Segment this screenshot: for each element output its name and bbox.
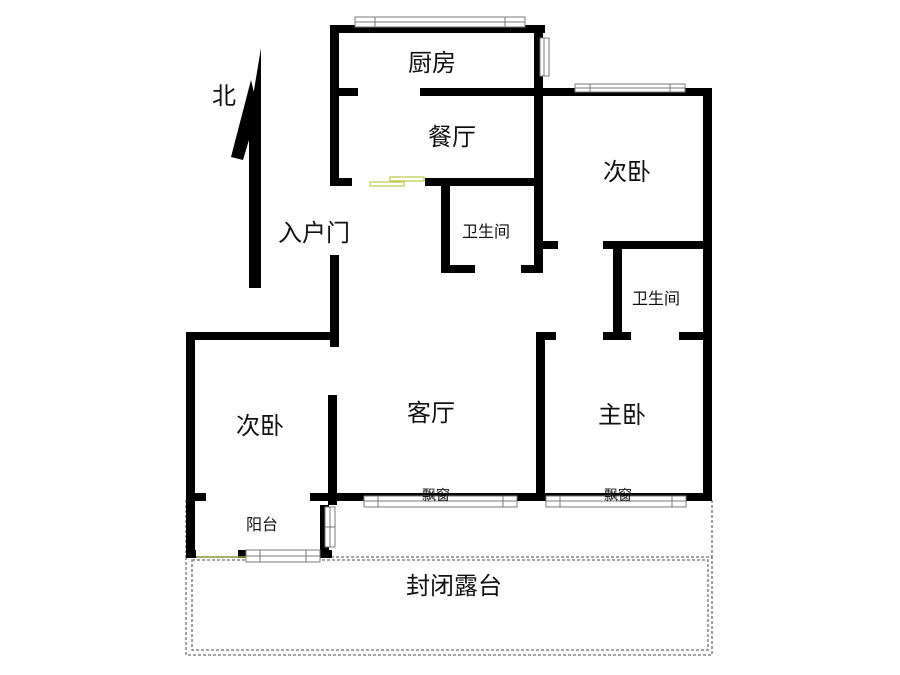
room-label-balcony: 阳台 [246, 515, 278, 534]
compass-label: 北 [212, 82, 236, 110]
balcony-window [245, 549, 321, 563]
bay-window-living [363, 495, 518, 508]
bay-window-master-label: 飘窗 [604, 487, 632, 504]
room-label-bedroom-northeast: 次卧 [603, 158, 651, 186]
room-label-enclosed-terrace: 封闭露台 [406, 572, 502, 600]
enclosed-terrace-inner-outline [191, 559, 709, 651]
room-label-bathroom-north: 卫生间 [462, 222, 510, 241]
north-arrow-icon [231, 48, 261, 288]
kitchen-side-window [539, 37, 550, 77]
room-label-bedroom-west: 次卧 [236, 412, 284, 440]
sliding-door-marker [369, 176, 425, 187]
room-label-master-bedroom: 主卧 [598, 401, 646, 429]
kitchen-window [354, 16, 526, 28]
balcony-side-window [324, 506, 336, 548]
room-label-kitchen: 厨房 [408, 49, 456, 77]
room-label-living-room: 客厅 [407, 399, 455, 427]
bay-window-living-label: 飘窗 [422, 487, 450, 504]
bedroom-northeast-window [574, 83, 686, 93]
room-label-entrance: 入户门 [278, 219, 350, 247]
room-label-dining: 餐厅 [428, 123, 476, 151]
room-label-bathroom-master: 卫生间 [632, 289, 680, 308]
bay-window-master [545, 495, 687, 508]
